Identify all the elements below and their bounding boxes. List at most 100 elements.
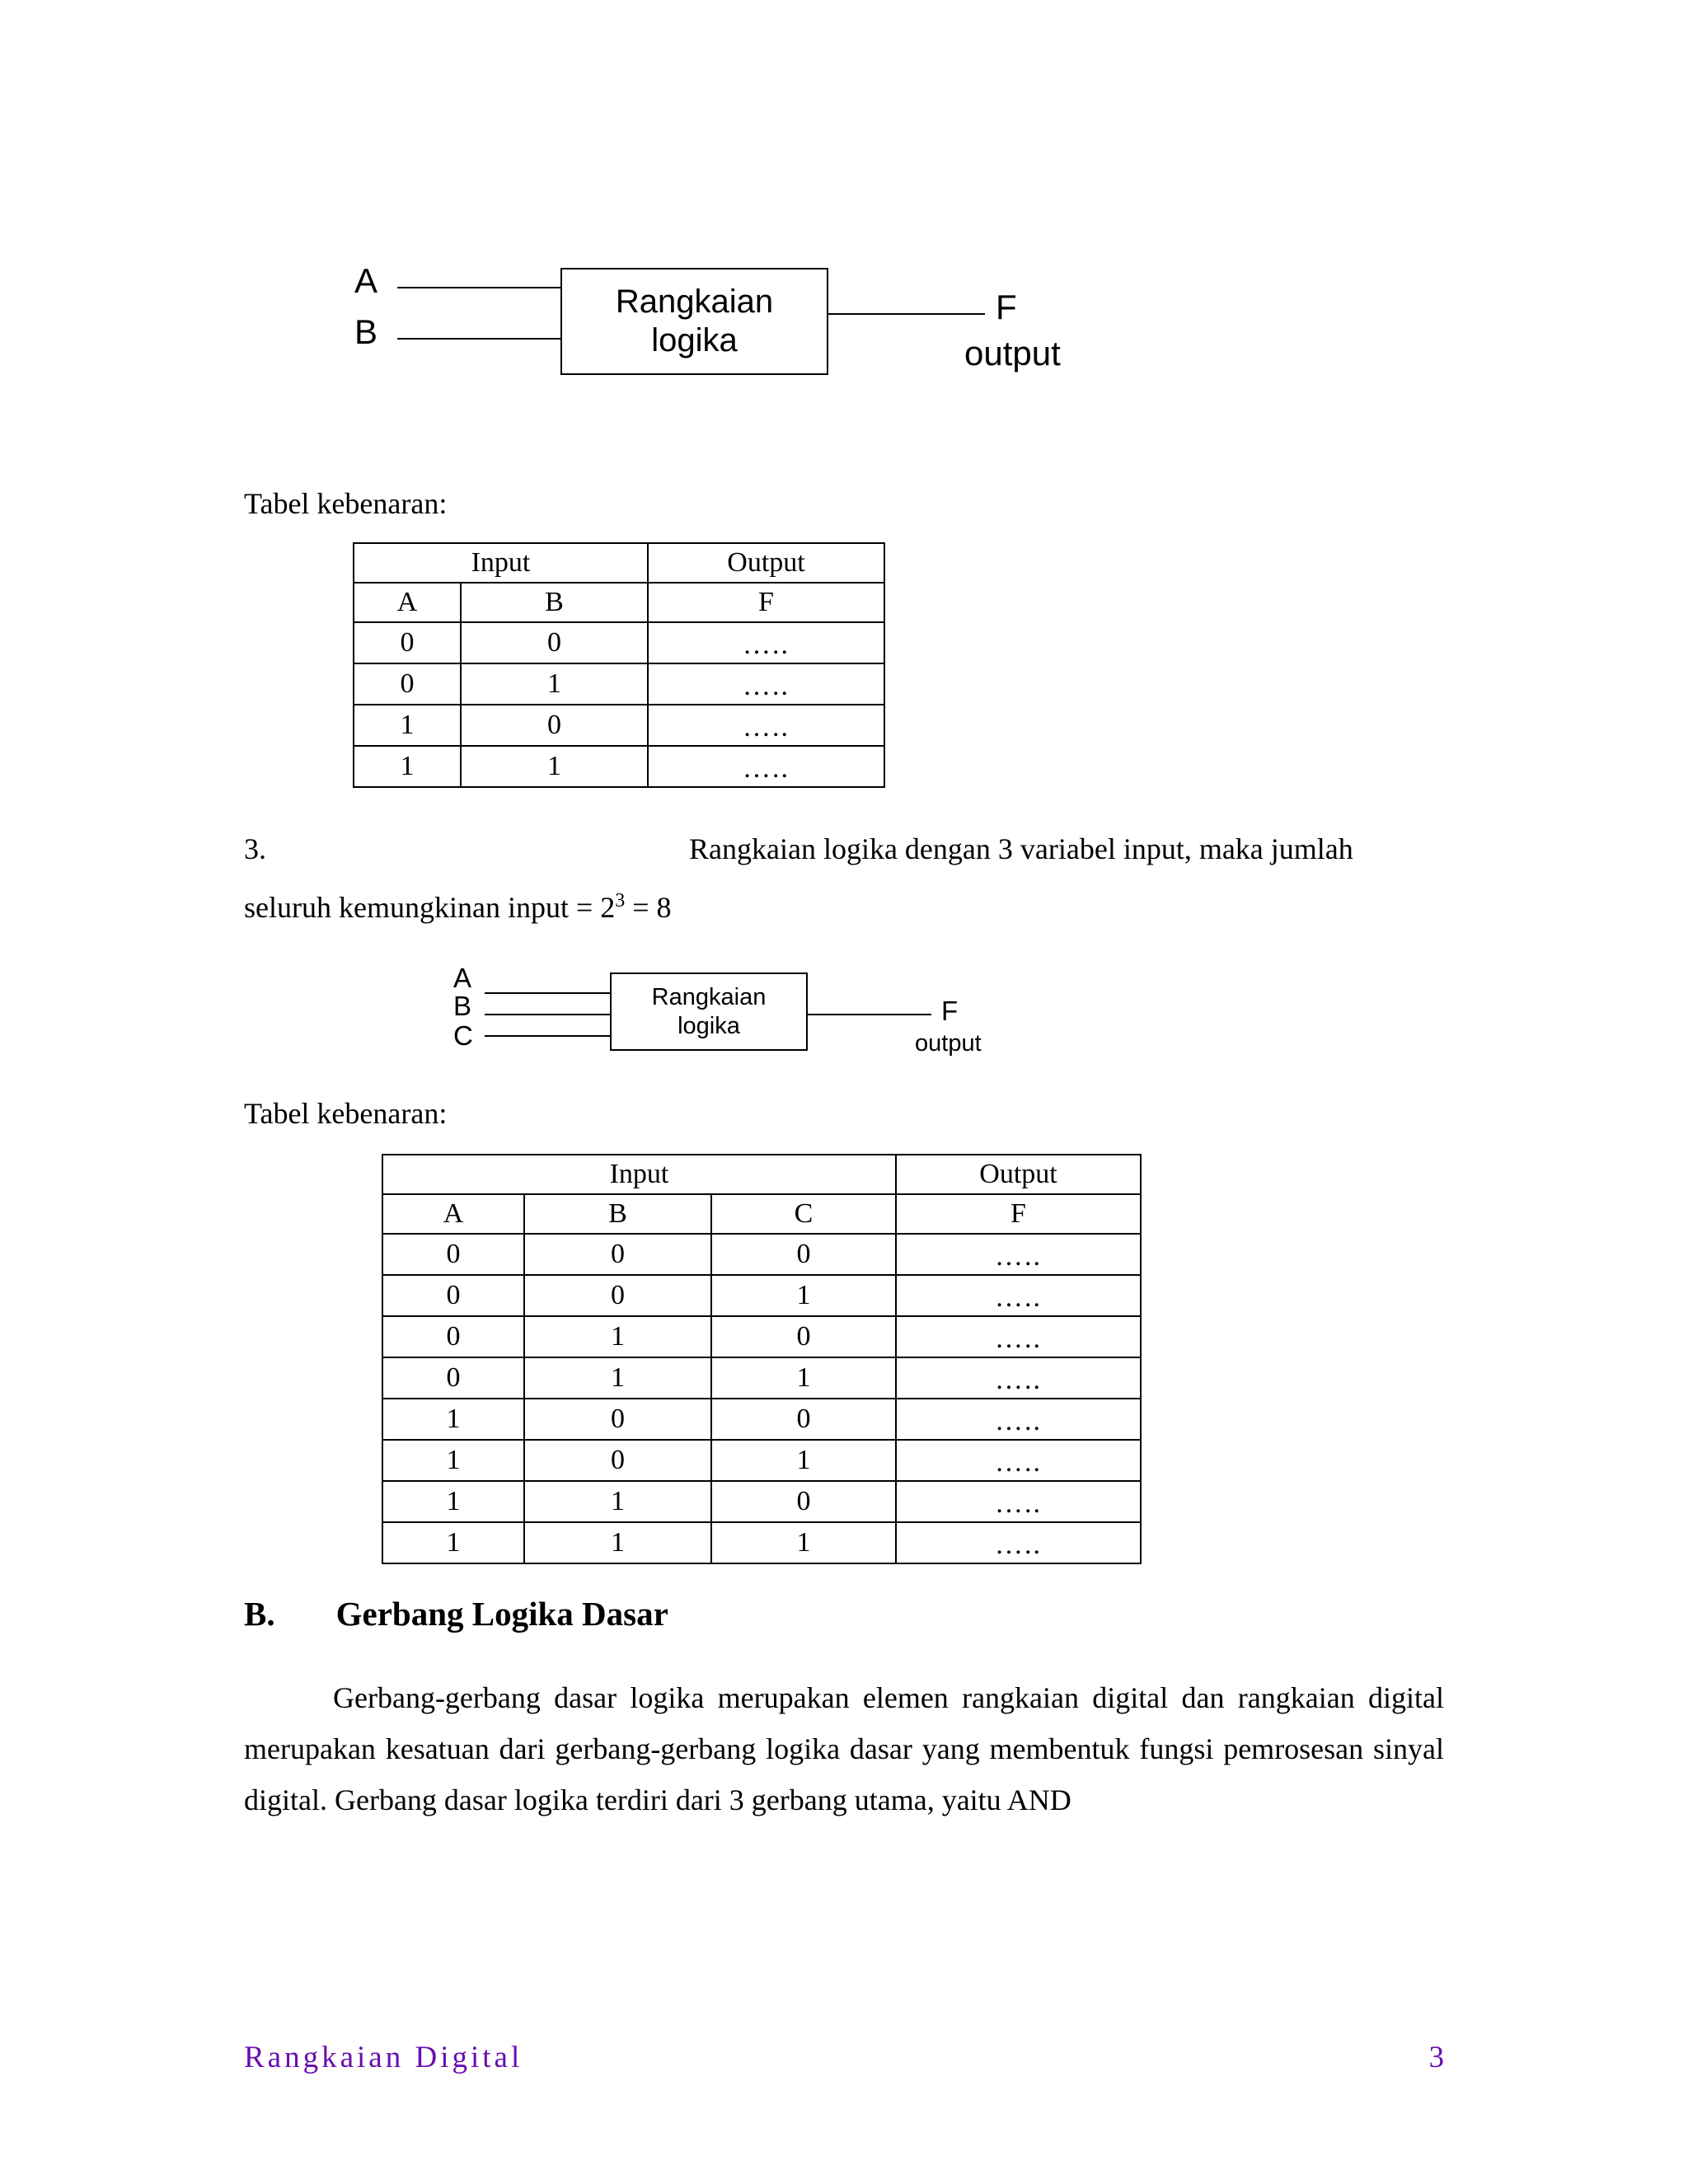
table2-cell-output: ….. — [895, 1233, 1142, 1276]
table-row: 1 1 1 ….. — [382, 1521, 1142, 1564]
diagram1-input-a-label: A — [354, 261, 378, 300]
table2-cell: 1 — [382, 1439, 525, 1482]
diagram2-input-b-label: B — [453, 991, 472, 1021]
table-row: 0 0 0 ….. — [382, 1233, 1142, 1276]
diagram2-wire-c — [485, 1035, 610, 1037]
section-b-paragraph: Gerbang-gerbang dasar logika merupakan e… — [244, 1681, 1444, 1816]
item3-text: Rangkaian logika dengan 3 variabel input… — [689, 832, 1353, 865]
diagram1-input-b-label: B — [354, 312, 378, 351]
table-row: 1 0 0 ….. — [382, 1398, 1142, 1441]
table2-cell: 1 — [382, 1398, 525, 1441]
table2-cell: 0 — [523, 1398, 712, 1441]
table2-col-f: F — [895, 1193, 1142, 1235]
section-b-letter: B. — [244, 1595, 275, 1633]
table-row-column-header: A B C F — [382, 1193, 1142, 1235]
table2-cell: 0 — [382, 1233, 525, 1276]
table2-cell-output: ….. — [895, 1521, 1142, 1564]
truth-table-2-input: Input Output A B F 0 0 ….. 0 1 ….. 1 0 … — [353, 542, 885, 788]
diagram2-input-c-label: C — [453, 1020, 473, 1051]
table-row: 1 1 0 ….. — [382, 1480, 1142, 1523]
table2-cell: 0 — [382, 1315, 525, 1358]
table1-cell: 1 — [353, 745, 462, 788]
table1-cell: 1 — [460, 745, 649, 788]
logic-circuit-diagram-2-input: A B Rangkaian logika F output — [354, 255, 1129, 387]
item3-line2: seluruh kemungkinan input = 23 = 8 — [244, 890, 672, 924]
table2-cell-output: ….. — [895, 1274, 1142, 1317]
table2-cell: 1 — [710, 1439, 897, 1482]
diagram1-output-label: F — [996, 288, 1017, 326]
table2-cell: 1 — [710, 1357, 897, 1399]
table2-cell: 1 — [523, 1315, 712, 1358]
diagram1-wire-output — [828, 313, 985, 315]
footer-document-title: Rangkaian Digital — [244, 2041, 523, 2074]
table-row: 0 1 0 ….. — [382, 1315, 1142, 1358]
table-row: 1 1 ….. — [353, 745, 885, 788]
table2-cell: 0 — [523, 1439, 712, 1482]
footer-page-number: 3 — [1428, 2041, 1445, 2074]
item3-line2-prefix: seluruh kemungkinan input = 2 — [244, 891, 616, 924]
table1-cell-output: ….. — [647, 663, 885, 705]
diagram2-wire-output — [808, 1014, 931, 1015]
diagram1-wire-b — [397, 338, 562, 340]
table1-col-f: F — [647, 582, 885, 623]
truth-table-3-input: Input Output A B C F 0 0 0 ….. 0 0 1 ….. — [382, 1154, 1142, 1564]
table2-cell: 1 — [382, 1480, 525, 1523]
diagram1-wire-a — [397, 287, 562, 288]
table2-cell-output: ….. — [895, 1315, 1142, 1358]
table2-cell-output: ….. — [895, 1398, 1142, 1441]
table-row: 0 1 ….. — [353, 663, 885, 705]
table-row: 0 1 1 ….. — [382, 1357, 1142, 1399]
diagram2-input-a-label: A — [453, 963, 472, 993]
table2-cell: 0 — [382, 1274, 525, 1317]
table2-group-output: Output — [895, 1154, 1142, 1195]
tabel-kebenaran-label-1: Tabel kebenaran: — [244, 487, 448, 520]
table2-cell: 0 — [523, 1233, 712, 1276]
table2-cell: 1 — [523, 1480, 712, 1523]
table2-col-a: A — [382, 1193, 525, 1235]
logic-circuit-diagram-3-input: A B C Rangkaian logika F output — [453, 964, 1080, 1071]
table2-col-c: C — [710, 1193, 897, 1235]
diagram2-output-sublabel: output — [915, 1030, 982, 1057]
table2-cell: 0 — [710, 1315, 897, 1358]
page-footer: Rangkaian Digital 3 — [244, 2042, 1444, 2083]
table2-cell-output: ….. — [895, 1480, 1142, 1523]
table1-group-output: Output — [647, 542, 885, 583]
table1-cell-output: ….. — [647, 621, 885, 664]
table1-cell-output: ….. — [647, 745, 885, 788]
diagram2-logic-box: Rangkaian logika — [610, 972, 808, 1051]
table2-cell: 0 — [523, 1274, 712, 1317]
table2-cell-output: ….. — [895, 1439, 1142, 1482]
diagram2-box-line1: Rangkaian — [651, 984, 767, 1011]
table2-cell: 0 — [710, 1480, 897, 1523]
table1-cell: 0 — [353, 621, 462, 664]
diagram1-box-line2: logika — [651, 322, 738, 359]
table-row: 0 0 1 ….. — [382, 1274, 1142, 1317]
table-row-group-header: Input Output — [353, 542, 885, 583]
table2-cell: 1 — [382, 1521, 525, 1564]
section-heading-b: B. Gerbang Logika Dasar — [244, 1597, 668, 1631]
table1-cell: 1 — [353, 704, 462, 747]
table1-cell: 0 — [353, 663, 462, 705]
table1-cell: 0 — [460, 621, 649, 664]
diagram2-wire-b — [485, 1014, 610, 1015]
diagram2-output-label: F — [941, 996, 959, 1026]
table1-cell: 1 — [460, 663, 649, 705]
table2-group-input: Input — [382, 1154, 897, 1195]
item3-line2-suffix: = 8 — [625, 891, 672, 924]
table2-cell-output: ….. — [895, 1357, 1142, 1399]
diagram2-box-line2: logika — [678, 1012, 740, 1039]
table1-cell-output: ….. — [647, 704, 885, 747]
item3-number: 3. — [244, 832, 266, 865]
table-row-group-header: Input Output — [382, 1154, 1142, 1195]
table1-cell: 0 — [460, 704, 649, 747]
section-b-title: Gerbang Logika Dasar — [335, 1595, 668, 1633]
diagram1-logic-box: Rangkaian logika — [560, 268, 828, 375]
item3-line2-superscript: 3 — [615, 890, 626, 912]
table1-group-input: Input — [353, 542, 649, 583]
table2-cell: 1 — [710, 1274, 897, 1317]
table2-col-b: B — [523, 1193, 712, 1235]
table1-col-a: A — [353, 582, 462, 623]
table-row: 1 0 1 ….. — [382, 1439, 1142, 1482]
table2-cell: 0 — [710, 1398, 897, 1441]
